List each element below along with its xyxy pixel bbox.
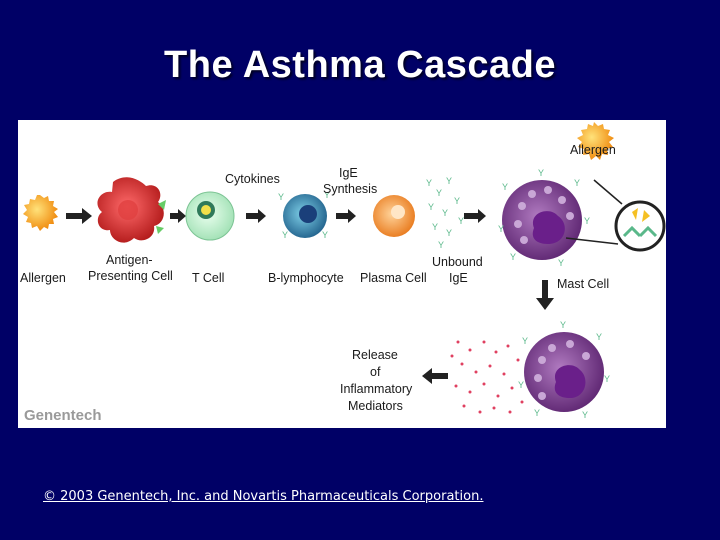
label-allergen-left: Allergen (20, 271, 66, 285)
arrow-allergen-to-apc (66, 208, 92, 224)
arrow-apc-to-tcell (170, 209, 186, 223)
svg-text:Y: Y (446, 176, 452, 186)
label-apc-line1: Antigen- (106, 253, 153, 267)
copyright-link[interactable]: © 2003 Genentech, Inc. and Novartis Phar… (43, 489, 484, 504)
label-plasma-cell: Plasma Cell (360, 271, 427, 285)
allergen-particle-left (23, 195, 58, 231)
mast-cell-degranulating: Y Y Y Y Y Y Y (518, 320, 610, 420)
slide-title: The Asthma Cascade (164, 44, 556, 86)
svg-text:Y: Y (458, 216, 464, 226)
svg-text:Y: Y (278, 192, 284, 202)
svg-text:Y: Y (522, 336, 528, 346)
svg-text:Y: Y (324, 190, 330, 200)
arrow-mastcell-down (536, 280, 554, 310)
svg-text:Y: Y (510, 252, 516, 262)
svg-text:Y: Y (282, 230, 288, 240)
label-t-cell: T Cell (192, 271, 224, 285)
unbound-ige-molecules: YYY YYY YYY Y (426, 176, 464, 250)
label-release-line2: of (370, 365, 381, 379)
svg-text:Y: Y (322, 230, 328, 240)
svg-text:Y: Y (428, 202, 434, 212)
arrow-bcell-to-plasma (336, 209, 356, 223)
svg-text:Y: Y (442, 208, 448, 218)
arrow-to-release-label (422, 368, 448, 384)
plasma-cell (373, 195, 415, 237)
svg-text:Y: Y (436, 188, 442, 198)
svg-text:Y: Y (432, 222, 438, 232)
allergen-binding-callout (565, 179, 666, 252)
label-b-lymphocyte: B-lymphocyte (268, 271, 344, 285)
label-cytokines: Cytokines (225, 172, 280, 186)
label-release-line3: Inflammatory (340, 382, 413, 396)
label-unbound-line2: IgE (449, 271, 468, 285)
svg-text:Y: Y (604, 374, 610, 384)
b-lymphocyte: Y Y Y Y (278, 190, 330, 240)
label-apc-line2: Presenting Cell (88, 269, 173, 283)
arrow-tcell-to-bcell (246, 209, 266, 223)
label-release-line4: Mediators (348, 399, 403, 413)
asthma-cascade-diagram: Allergen Antigen- Presenting Cell T Cell… (18, 120, 666, 428)
label-ige-synthesis-line2: Synthesis (323, 182, 377, 196)
svg-text:Y: Y (518, 380, 524, 390)
svg-text:Y: Y (584, 216, 590, 226)
svg-text:Y: Y (446, 228, 452, 238)
svg-text:Y: Y (426, 178, 432, 188)
label-ige-synthesis-line1: IgE (339, 166, 358, 180)
genentech-watermark: Genentech (24, 407, 102, 424)
svg-text:Y: Y (582, 410, 588, 420)
mast-cell-top: Y Y Y Y Y Y Y (498, 168, 590, 268)
svg-text:Y: Y (596, 332, 602, 342)
label-release-line1: Release (352, 348, 398, 362)
released-mediator-dots (450, 340, 524, 414)
svg-text:Y: Y (438, 240, 444, 250)
svg-text:Y: Y (538, 168, 544, 178)
svg-text:Y: Y (560, 320, 566, 330)
svg-text:Y: Y (454, 196, 460, 206)
arrow-ige-to-mastcell (464, 209, 486, 223)
label-unbound-line1: Unbound (432, 255, 483, 269)
label-mast-cell: Mast Cell (557, 277, 609, 291)
allergen-particle-top (577, 122, 614, 160)
antigen-presenting-cell (97, 177, 166, 243)
svg-text:Y: Y (534, 408, 540, 418)
svg-text:Y: Y (498, 224, 504, 234)
svg-text:Y: Y (502, 182, 508, 192)
t-cell (185, 191, 235, 241)
svg-text:Y: Y (574, 178, 580, 188)
cascade-illustration: Allergen Antigen- Presenting Cell T Cell… (20, 122, 666, 424)
label-allergen-top: Allergen (570, 143, 616, 157)
svg-text:Y: Y (558, 258, 564, 268)
